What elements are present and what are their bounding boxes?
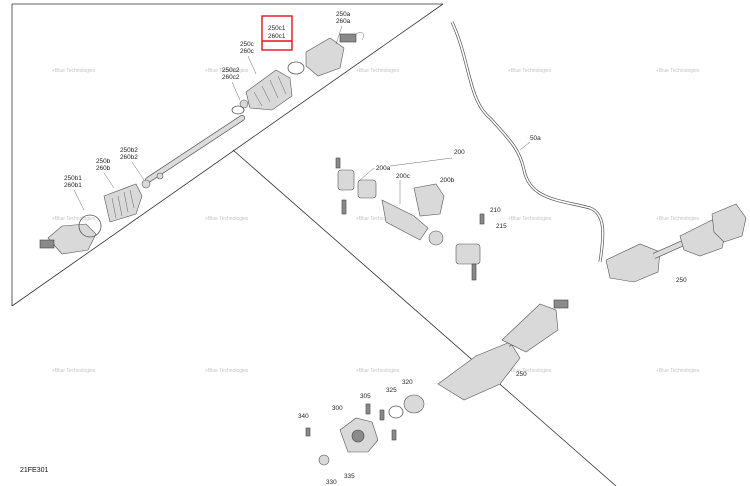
rear-drive-shaft: 250: [437, 299, 569, 401]
callout-250c: 250c: [240, 41, 255, 48]
breather-tube: 50a: [450, 21, 605, 263]
callout-200c: 200c: [396, 173, 411, 180]
callout-260b: 260b: [96, 165, 111, 172]
highlight-label-260c1: 260c1: [268, 33, 286, 40]
callout-250: 250: [676, 277, 687, 284]
inner-boot: [103, 172, 164, 223]
callout-210: 210: [490, 207, 501, 214]
inset-drive-shaft: [39, 32, 364, 255]
propeller-shaft-parts: 200 200a 200c 200b 210 215: [335, 149, 507, 281]
watermark: +Blue Technologies: [656, 68, 700, 74]
callout-250b2: 250b2: [120, 147, 138, 154]
front-drive-shaft-assembly: 250: [605, 203, 747, 284]
callout-260c2: 260c2: [222, 74, 240, 81]
callout-260c: 260c: [240, 48, 255, 55]
callout-320: 320: [402, 379, 413, 386]
watermark: +Blue Technologies: [508, 68, 552, 74]
watermark: +Blue Technologies: [656, 216, 700, 222]
callout-50a: 50a: [530, 135, 541, 142]
highlight-label-250c1: 250c1: [268, 25, 286, 32]
callout-330: 330: [326, 479, 337, 486]
callout-260b2: 260b2: [120, 154, 138, 161]
callout-250c2: 250c2: [222, 67, 240, 74]
watermark: +Blue Technologies: [205, 216, 249, 222]
watermarks: +Blue Technologies +Blue Technologies +B…: [52, 68, 700, 374]
inner-cv-joint: [39, 214, 102, 255]
callout-340: 340: [298, 413, 309, 420]
inset-frame: [11, 3, 617, 486]
watermark: +Blue Technologies: [508, 216, 552, 222]
callout-200: 200: [454, 149, 465, 156]
callout-250b: 250b: [96, 158, 111, 165]
outer-cv-joint: [305, 32, 364, 77]
watermark: +Blue Technologies: [356, 68, 400, 74]
callout-305: 305: [360, 393, 371, 400]
callout-200b: 200b: [440, 177, 455, 184]
watermark: +Blue Technologies: [205, 368, 249, 374]
callout-215: 215: [496, 223, 507, 230]
watermark: +Blue Technologies: [52, 216, 96, 222]
watermark: +Blue Technologies: [52, 368, 96, 374]
callout-335: 335: [344, 473, 355, 480]
callout-250-lower: 250: [516, 371, 527, 378]
highlight-box: [261, 15, 293, 51]
callout-200a: 200a: [376, 165, 391, 172]
callout-260b1: 260b1: [64, 182, 82, 189]
watermark: +Blue Technologies: [356, 216, 400, 222]
callout-325: 325: [386, 387, 397, 394]
inset-callouts: 250a 260a 250c 260c 250c2 260c2 250b2 26…: [64, 11, 351, 211]
callout-250a: 250a: [336, 11, 351, 18]
wheel-hub-parts: 320 325 305 300 340 335 330: [298, 379, 425, 486]
callout-300: 300: [332, 405, 343, 412]
watermark: +Blue Technologies: [356, 368, 400, 374]
watermark: +Blue Technologies: [508, 368, 552, 374]
watermark: +Blue Technologies: [52, 68, 96, 74]
watermark: +Blue Technologies: [656, 368, 700, 374]
figure-code: 21FE301: [20, 467, 49, 474]
outer-boot: [231, 61, 305, 115]
callout-250b1: 250b1: [64, 175, 82, 182]
callout-260a: 260a: [336, 18, 351, 25]
watermark: +Blue Technologies: [205, 68, 249, 74]
